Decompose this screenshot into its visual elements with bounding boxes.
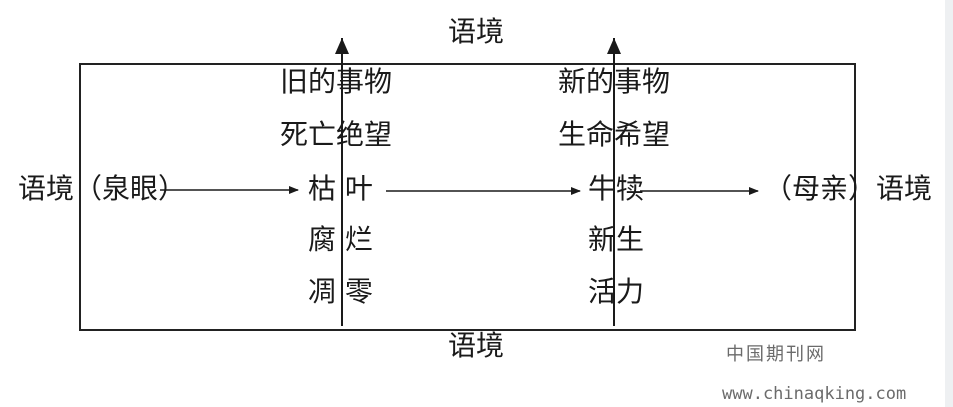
watermark-url: www.chinaqking.com <box>722 384 907 404</box>
new-things-title: 新的事物 <box>558 65 671 98</box>
old-item-withering: 凋 零 <box>308 275 373 308</box>
new-item-calf: 牛犊 <box>588 172 645 205</box>
new-item-new-life: 新生 <box>588 223 645 256</box>
new-things-subtitle: 生命希望 <box>558 118 671 151</box>
new-item-vitality: 活力 <box>588 275 645 308</box>
old-things-title: 旧的事物 <box>280 65 393 98</box>
right-edge-strip <box>945 0 953 407</box>
left-context-label: 语境（泉眼） <box>18 172 187 205</box>
watermark-site-name: 中国期刊网 <box>726 344 826 365</box>
diagram-frame <box>79 63 856 331</box>
old-item-withered-leaves: 枯 叶 <box>308 172 373 205</box>
bottom-context-label: 语境 <box>448 329 505 362</box>
right-context-label: （母亲）语境 <box>764 172 933 205</box>
old-things-subtitle: 死亡绝望 <box>280 118 393 151</box>
old-item-rotten: 腐 烂 <box>308 223 373 256</box>
top-context-label: 语境 <box>448 15 505 48</box>
